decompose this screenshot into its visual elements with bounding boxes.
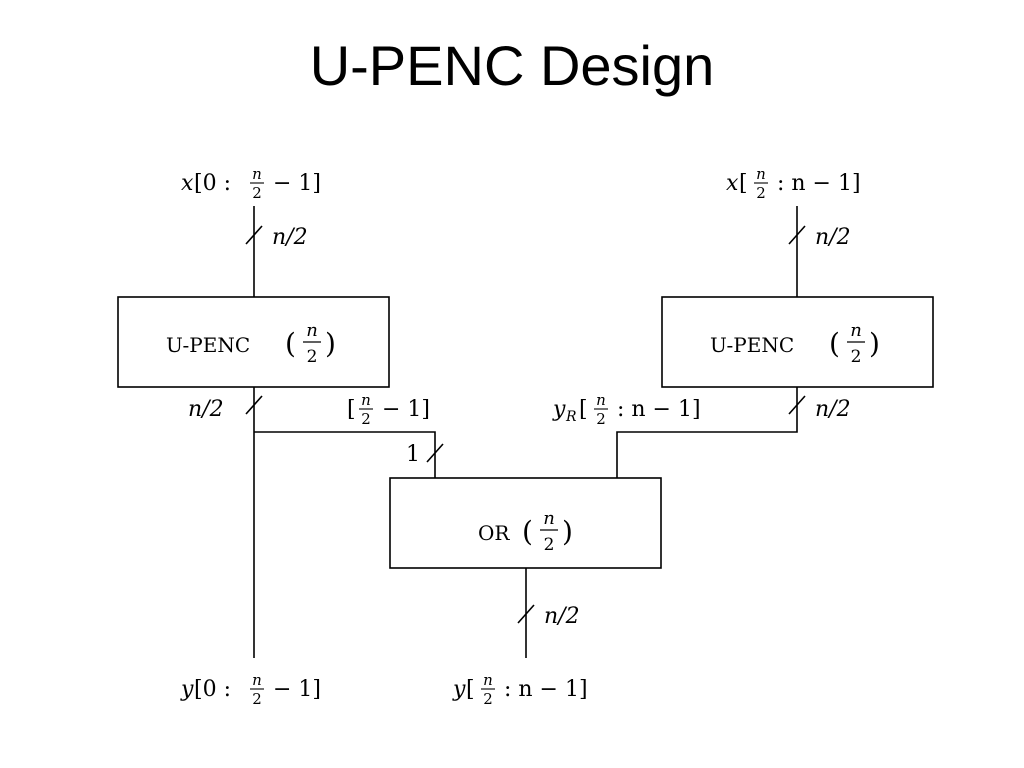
input-left-close: − 1] (266, 171, 321, 196)
bus-slash-out-right (788, 395, 806, 415)
wire-yr-to-or (616, 387, 798, 478)
input-left-var: x (181, 171, 194, 196)
bus-width-labels: n/2 n/2 n/2 n/2 1 n/2 (188, 225, 851, 629)
block-upenc-right-box (661, 296, 934, 388)
output-left-den: 2 (252, 690, 262, 708)
block-or-paren-open: ( (522, 515, 533, 548)
block-upenc-right: U-PENC ( n 2 ) (661, 296, 934, 388)
signal-label-bit: [ n 2 − 1] (347, 391, 430, 428)
bus-slash-in-right (788, 225, 806, 245)
block-or-box (389, 477, 662, 569)
bus-slash-or-out (517, 604, 535, 624)
signal-bit-close: − 1] (375, 397, 430, 422)
output-left-open: [0 : (194, 677, 238, 702)
output-right-open: [ (466, 677, 475, 702)
input-right-var: x (726, 171, 739, 196)
signal-yr-var: y (552, 397, 566, 422)
input-left-num: n (252, 165, 262, 183)
input-right-den: 2 (756, 184, 766, 202)
bus-label-out-left: n/2 (188, 397, 224, 422)
block-upenc-left-name: U-PENC (166, 333, 250, 357)
slide-title: U-PENC Design (309, 34, 715, 97)
block-upenc-right-name: U-PENC (710, 333, 794, 357)
wire-bit-to-or (254, 431, 436, 478)
bus-label-or-in: 1 (406, 442, 420, 467)
input-right-close: : n − 1] (770, 171, 861, 196)
block-upenc-left-paren-open: ( (285, 327, 296, 360)
input-label-left: x [0 : n 2 − 1] (181, 165, 321, 202)
output-right-den: 2 (483, 690, 493, 708)
block-upenc-right-den: 2 (851, 347, 862, 367)
block-upenc-right-paren-close: ) (869, 327, 880, 360)
block-upenc-left-den: 2 (307, 347, 318, 367)
output-right-num: n (483, 671, 493, 689)
signal-yr-num: n (596, 391, 606, 409)
input-label-right: x [ n 2 : n − 1] (726, 165, 861, 202)
input-left-den: 2 (252, 184, 262, 202)
output-label-left: y [0 : n 2 − 1] (180, 671, 321, 708)
signal-yr-close: : n − 1] (610, 397, 701, 422)
bus-slash-in-left (245, 225, 263, 245)
output-left-var: y (180, 677, 194, 702)
signal-yr-sub: R (565, 409, 577, 425)
bus-label-in-left: n/2 (272, 225, 308, 250)
block-upenc-left-num: n (306, 320, 318, 341)
wires (253, 206, 798, 658)
block-or-den: 2 (544, 535, 555, 555)
block-upenc-left: U-PENC ( n 2 ) (117, 296, 390, 388)
input-right-num: n (756, 165, 766, 183)
block-upenc-left-paren-close: ) (325, 327, 336, 360)
input-right-open: [ (739, 171, 748, 196)
signal-yr-open: [ (579, 397, 588, 422)
bus-slash-or-in (426, 443, 444, 463)
block-upenc-right-paren-open: ( (829, 327, 840, 360)
block-upenc-right-num: n (850, 320, 862, 341)
signal-yr-den: 2 (596, 410, 606, 428)
block-upenc-left-box (117, 296, 390, 388)
bus-marks (245, 225, 806, 624)
output-right-var: y (452, 677, 466, 702)
signal-label-yr: y R [ n 2 : n − 1] (552, 391, 701, 428)
signal-bit-num: n (361, 391, 371, 409)
bus-label-or-out: n/2 (544, 604, 580, 629)
output-right-close: : n − 1] (497, 677, 588, 702)
output-label-right: y [ n 2 : n − 1] (452, 671, 588, 708)
signal-bit-open: [ (347, 397, 356, 422)
input-left-open: [0 : (194, 171, 238, 196)
bus-slash-out-left (245, 395, 263, 415)
block-or-paren-close: ) (562, 515, 573, 548)
output-left-num: n (252, 671, 262, 689)
block-or-num: n (543, 508, 555, 529)
bus-label-out-right: n/2 (815, 397, 851, 422)
block-or: OR ( n 2 ) (389, 477, 662, 569)
bus-label-in-right: n/2 (815, 225, 851, 250)
signal-bit-den: 2 (361, 410, 371, 428)
output-left-close: − 1] (266, 677, 321, 702)
block-or-name: OR (478, 521, 510, 545)
